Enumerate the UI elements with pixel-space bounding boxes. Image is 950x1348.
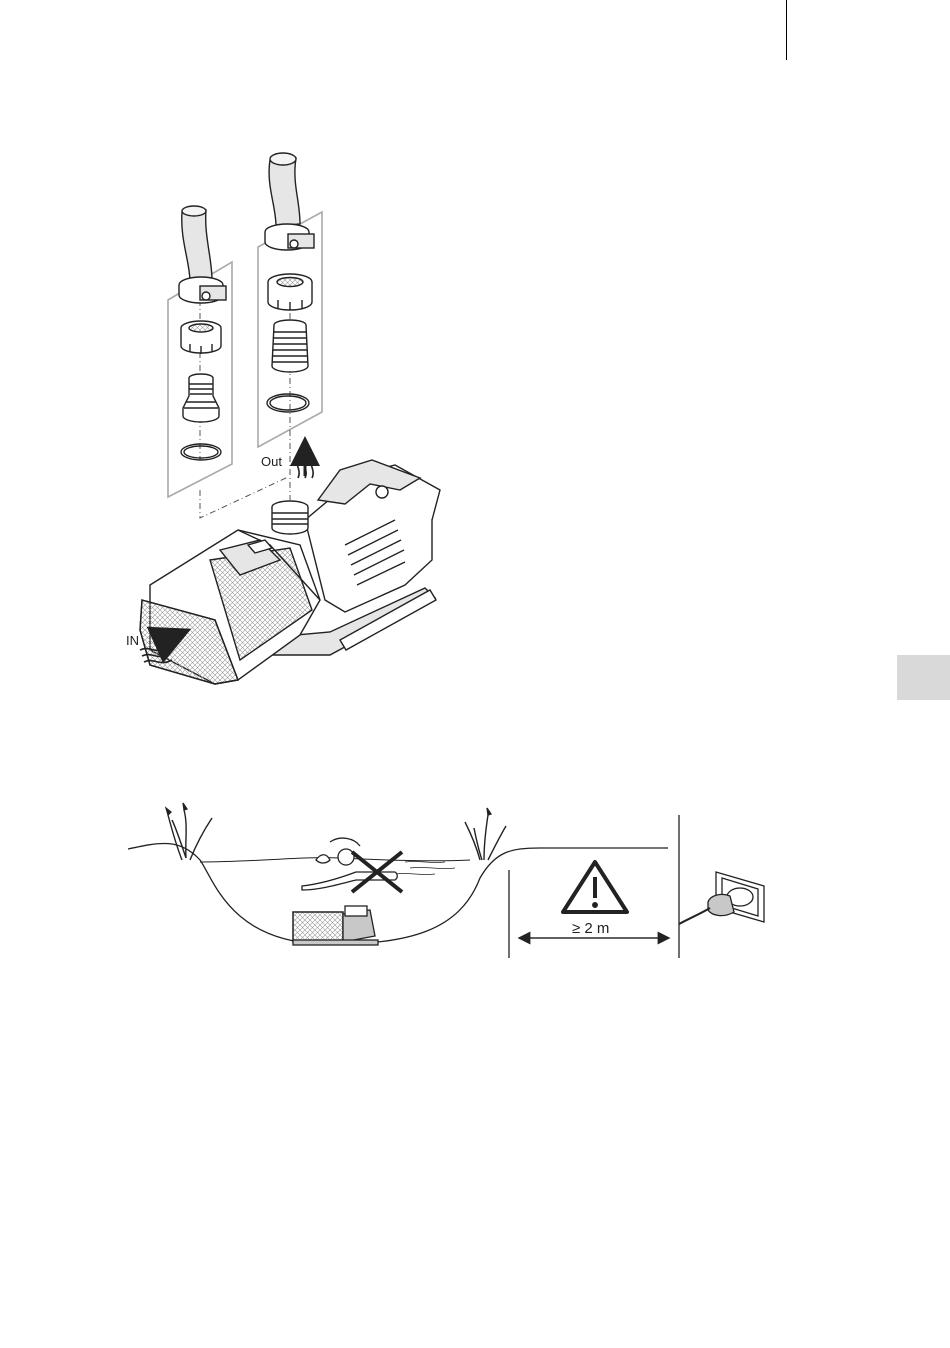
swimmer-icon — [302, 838, 397, 890]
union-nut-icon — [181, 321, 221, 354]
hose-adapter-icon — [183, 374, 219, 422]
hose-clamp-icon — [265, 224, 314, 250]
hose-adapter-icon — [272, 320, 308, 372]
pump-icon — [140, 460, 440, 684]
reed-icon — [465, 808, 506, 860]
pump-assembly-figure — [140, 153, 440, 684]
flow-arrow-icon — [297, 442, 313, 478]
o-ring-icon — [181, 444, 221, 460]
hose-icon — [269, 153, 300, 226]
pond-safety-figure — [128, 803, 764, 958]
outlet-label: Out — [261, 454, 282, 469]
inlet-label: IN — [126, 633, 139, 648]
hose-icon — [182, 206, 212, 282]
pump-icon — [293, 906, 378, 945]
distance-label: ≥ 2 m — [572, 920, 609, 937]
union-nut-icon — [268, 274, 312, 310]
plug-icon — [679, 894, 734, 924]
o-ring-icon — [267, 394, 309, 412]
hose-clamp-icon — [179, 277, 226, 303]
reed-icon — [166, 803, 212, 860]
warning-triangle-icon — [563, 862, 627, 912]
